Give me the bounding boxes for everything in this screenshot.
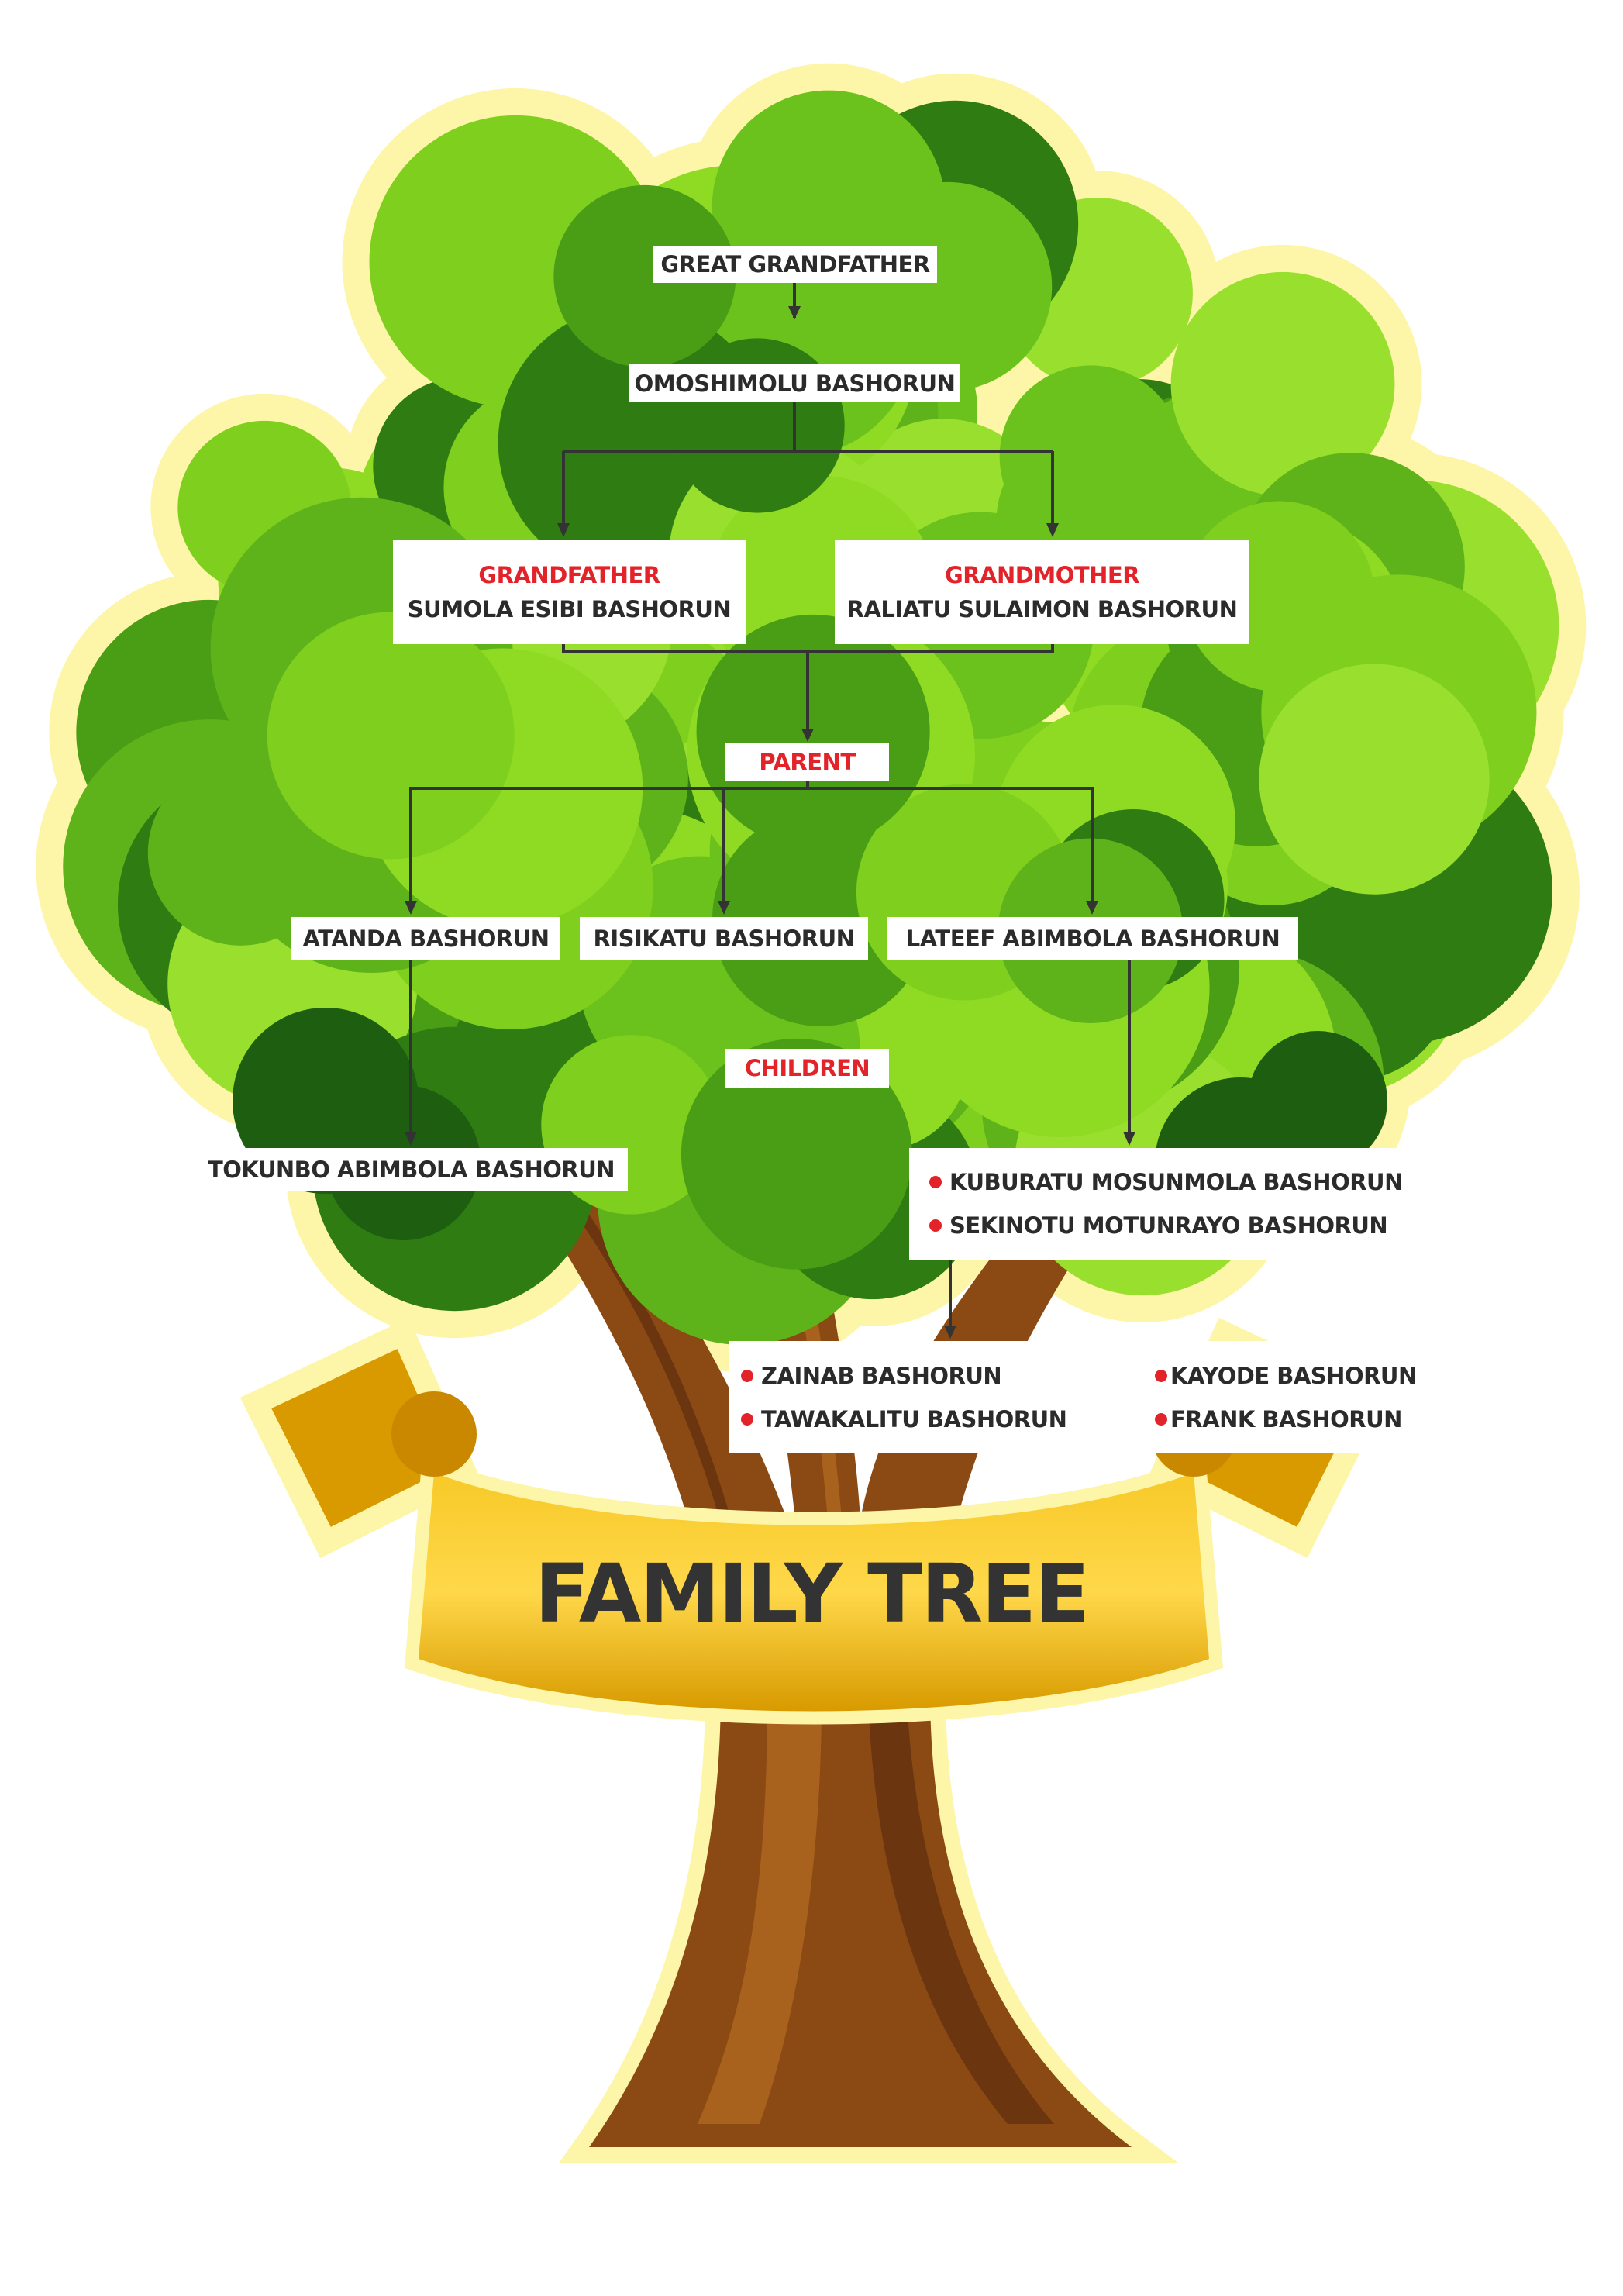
parent-name: LATEEF ABIMBOLA BASHORUN [905,925,1280,952]
bullet-icon [741,1412,753,1426]
grandmother-name: RALIATU SULAIMON BASHORUN [846,596,1238,622]
great-grandfather-name: OMOSHIMOLU BASHORUN [634,370,956,397]
grandmother-node: GRANDMOTHER RALIATU SULAIMON BASHORUN [835,540,1249,644]
grandfather-name: SUMOLA ESIBI BASHORUN [407,596,732,622]
list-item: TAWAKALITU BASHORUN [741,1405,1067,1432]
connector-omoshimolu-to-grandparents [562,402,1054,527]
list-item: KUBURATU MOSUNMOLA BASHORUN [929,1169,1403,1195]
grandchild-name: TAWAKALITU BASHORUN [761,1405,1067,1432]
bullet-icon [929,1219,942,1232]
child-name: KUBURATU MOSUNMOLA BASHORUN [949,1169,1403,1195]
bullet-icon [741,1369,753,1382]
children-node-lateef: KUBURATU MOSUNMOLA BASHORUN SEKINOTU MOT… [909,1148,1418,1260]
ribbon-title: FAMILY TREE [534,1546,1090,1641]
grandchild-name: FRANK BASHORUN [1170,1405,1402,1432]
list-item: SEKINOTU MOTUNRAYO BASHORUN [929,1212,1388,1239]
bullet-icon [1155,1369,1167,1382]
grandchildren-node-kuburatu: ZAINAB BASHORUN TAWAKALITU BASHORUN [729,1341,1077,1453]
grandfather-label: GRANDFATHER [478,562,660,588]
grandmother-label: GRANDMOTHER [944,562,1140,588]
bullet-icon [929,1176,942,1188]
children-section-label: CHILDREN [725,1049,889,1088]
child-node-tokunbo: TOKUNBO ABIMBOLA BASHORUN [195,1148,628,1191]
parent-section-label: PARENT [725,743,889,781]
list-item: KAYODE BASHORUN [1155,1363,1417,1389]
grandchildren-node-sekinotu: KAYODE BASHORUN FRANK BASHORUN [1149,1341,1428,1453]
children-label-text: CHILDREN [744,1055,870,1081]
parent-node-atanda: ATANDA BASHORUN [291,917,560,960]
great-grandfather-node: OMOSHIMOLU BASHORUN [629,364,960,402]
parent-node-risikatu: RISIKATU BASHORUN [580,917,868,960]
bullet-icon [1155,1412,1167,1426]
parent-label-text: PARENT [759,749,856,775]
grandfather-node: GRANDFATHER SUMOLA ESIBI BASHORUN [393,540,746,644]
parent-name: ATANDA BASHORUN [302,925,550,952]
parent-name: RISIKATU BASHORUN [593,925,855,952]
connector-parent-to-parents [409,781,1094,903]
child-name: SEKINOTU MOTUNRAYO BASHORUN [949,1212,1388,1239]
great-grandfather-label: GREAT GRANDFATHER [653,246,937,283]
great-grandfather-label-text: GREAT GRANDFATHER [660,251,930,278]
list-item: ZAINAB BASHORUN [741,1362,1002,1389]
parent-node-lateef: LATEEF ABIMBOLA BASHORUN [887,917,1298,960]
grandchild-name: ZAINAB BASHORUN [761,1362,1002,1389]
child-name: TOKUNBO ABIMBOLA BASHORUN [207,1157,615,1183]
ribbon [239,1317,1388,1725]
list-item: FRANK BASHORUN [1155,1406,1402,1432]
grandchild-name: KAYODE BASHORUN [1170,1362,1417,1389]
